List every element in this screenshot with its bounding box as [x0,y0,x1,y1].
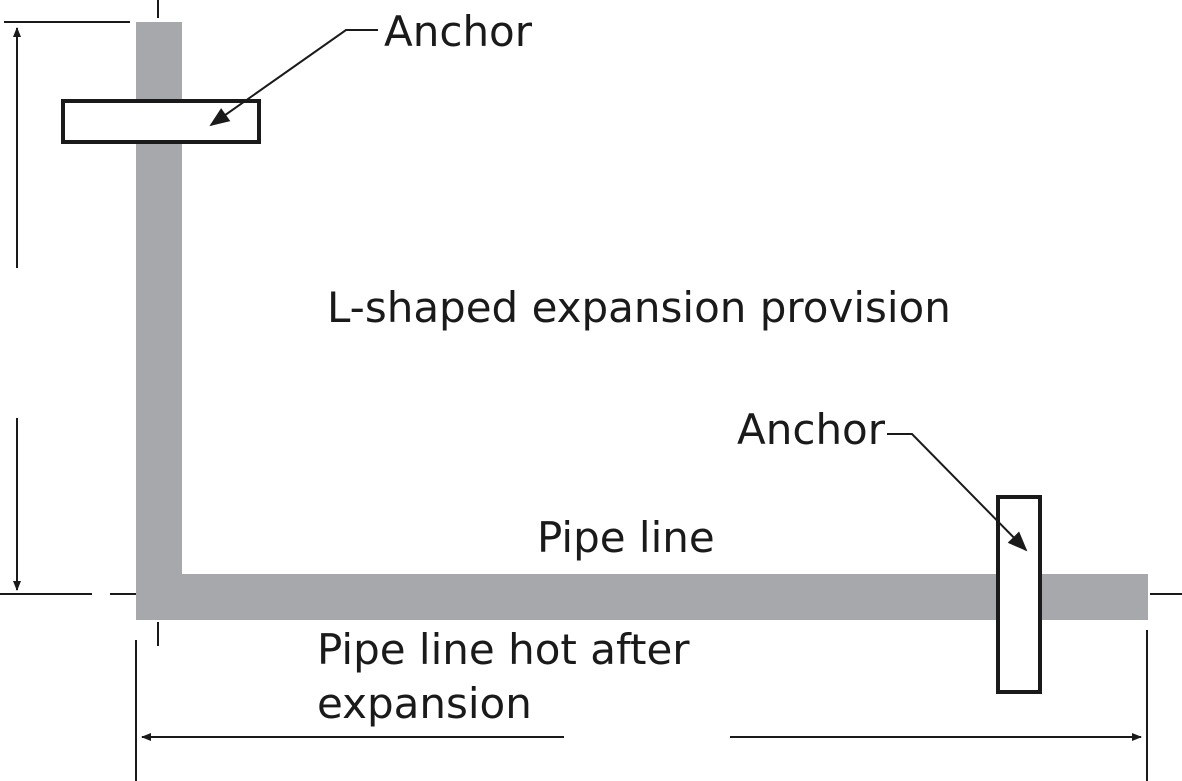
diagram-title: L-shaped expansion provision [327,283,951,332]
hot-pipe-label-line1: Pipe line hot after [317,625,690,674]
anchor-top [61,99,261,144]
anchor-top-label: Anchor [384,7,533,56]
anchor-bottom [996,495,1042,694]
anchor-bottom-label: Anchor [737,405,886,454]
anchor-top-leader [209,29,378,127]
anchor-bottom-leader [887,433,1028,552]
pipe-horizontal-leg [136,574,1148,620]
pipe-line-label: Pipe line [537,513,715,562]
hot-pipe-label-line2: expansion [317,679,532,728]
